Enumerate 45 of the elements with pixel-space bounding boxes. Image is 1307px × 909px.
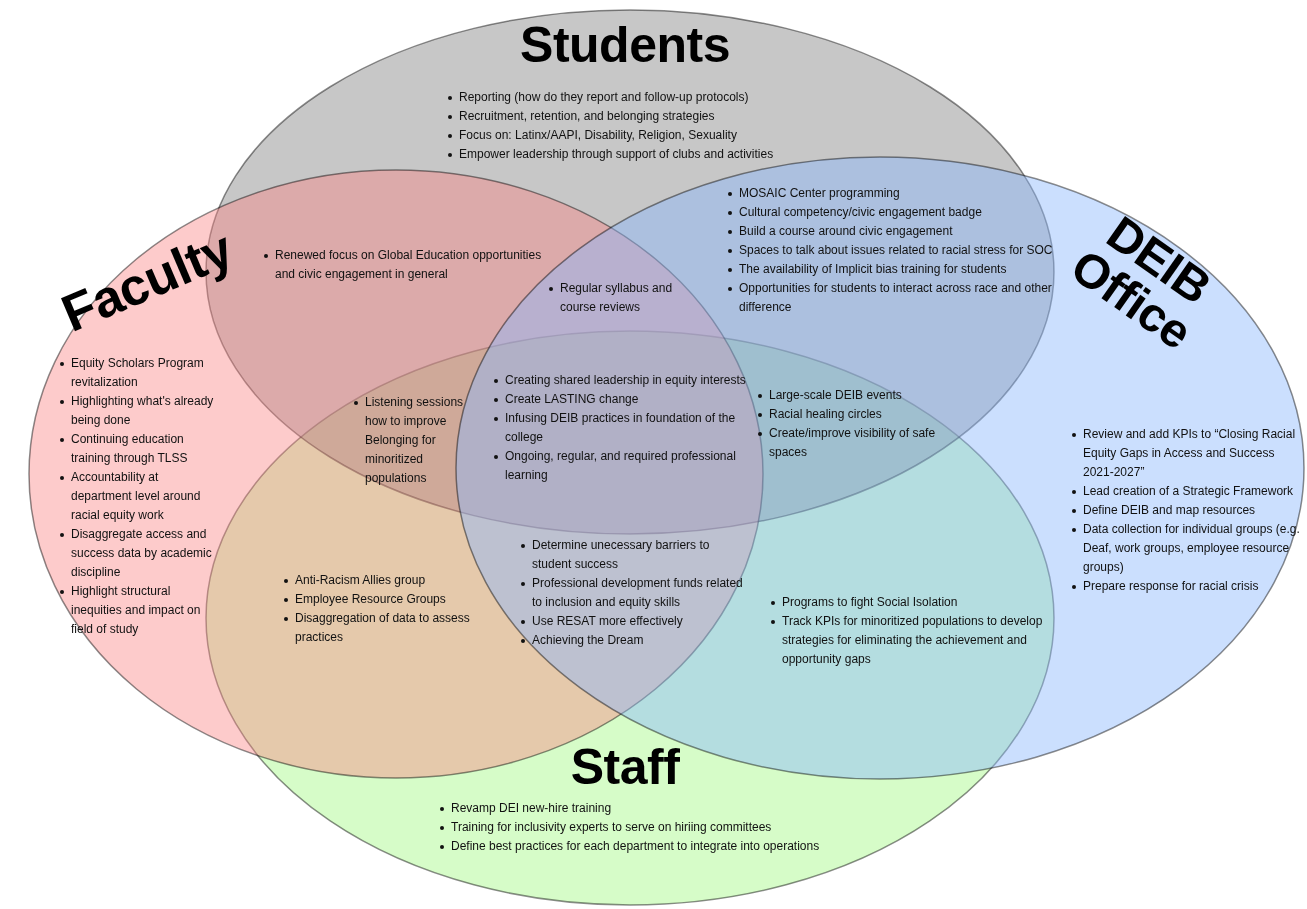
set-title: Students (519, 20, 731, 70)
bullet-item: Build a course around civic engagement (739, 224, 953, 238)
bullet-item: Spaces to talk about issues related to racial stress for SOC (739, 243, 1053, 257)
bullet-item: Use RESAT more effectively (532, 614, 683, 628)
bullet-item: Professional development funds related to inclusion and equity skills (532, 576, 743, 609)
bullet-item: Anti-Racism Allies group (295, 573, 426, 587)
bullet-item: Large-scale DEIB events (769, 388, 902, 402)
bullet-item: Review and add KPIs to “Closing Racial Equity Gaps in Access and Success 2021-2027” (1083, 427, 1296, 479)
bullet-item: Disaggregation of data to assess practices (295, 611, 470, 644)
bullet-item: Highlight structural inequities and impact on field of study (71, 584, 201, 636)
bullet-item: Continuing education training through TLSS (71, 432, 188, 465)
bullet-item: Lead creation of a Strategic Framework (1083, 484, 1294, 498)
bullet-item: Employee Resource Groups (295, 592, 446, 606)
set-title: Staff (569, 742, 681, 792)
bullet-item: Create LASTING change (505, 392, 639, 406)
bullet-item: Infusing DEIB practices in foundation of the college (505, 411, 736, 444)
bullet-item: Opportunities for students to interact across race and other difference (739, 281, 1052, 314)
bullet-item: Focus on: Latinx/AAPI, Disability, Religion, Sexuality (459, 128, 737, 142)
bullet-item: Regular syllabus and course reviews (560, 281, 673, 314)
bullet-item: Highlighting what's already being done (71, 394, 214, 427)
bullet-item: Empower leadership through support of clubs and activities (459, 147, 774, 161)
bullet-item: Reporting (how do they report and follow-up protocols) (459, 90, 749, 104)
bullet-item: Disaggregate access and success data by academic discipline (71, 527, 212, 579)
bullet-item: Achieving the Dream (532, 633, 644, 647)
bullet-item: Training for inclusivity experts to serve on hiriing committees (451, 820, 772, 834)
bullet-item: Listening sessions how to improve Belonging for minoritized populations (365, 395, 464, 485)
bullet-item: Prepare response for racial crisis (1083, 579, 1259, 593)
bullet-item: Programs to fight Social Isolation (782, 595, 958, 609)
bullet-item: Recruitment, retention, and belonging strategies (459, 109, 715, 123)
bullet-item: MOSAIC Center programming (739, 186, 900, 200)
bullet-item: Revamp DEI new-hire training (451, 801, 612, 815)
bullet-item: Define DEIB and map resources (1083, 503, 1256, 517)
bullet-item: Cultural competency/civic engagement badge (739, 205, 982, 219)
bullet-item: Equity Scholars Program revitalization (71, 356, 204, 389)
bullet-item: Creating shared leadership in equity interests (505, 373, 746, 387)
bullet-item: Accountability at department level around racial equity work (71, 470, 201, 522)
bullet-item: Renewed focus on Global Education opportunities and civic engagement in general (275, 248, 542, 281)
bullet-item: Create/improve visibility of safe spaces (769, 426, 936, 459)
bullet-item: Racial healing circles (769, 407, 882, 421)
bullet-item: Track KPIs for minoritized populations to develop strategies for eliminating the achievement and opportunity gaps (782, 614, 1043, 666)
bullet-item: Define best practices for each department to integrate into operations (451, 839, 820, 853)
bullet-item: Determine unecessary barriers to student success (532, 538, 710, 571)
bullet-item: Ongoing, regular, and required professional learning (505, 449, 736, 482)
bullet-item: Data collection for individual groups (e.g. Deaf, work groups, employee resource groups) (1083, 522, 1300, 574)
bullet-item: The availability of Implicit bias training for students (739, 262, 1007, 276)
